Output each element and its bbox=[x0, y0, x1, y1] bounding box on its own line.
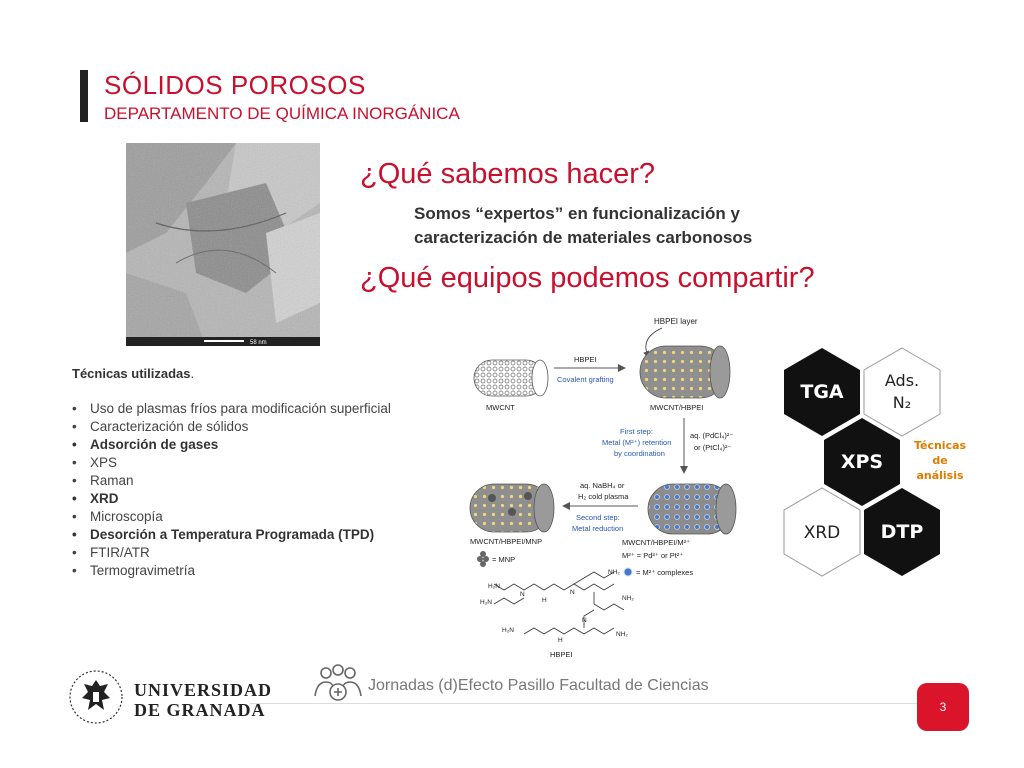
mwcnt-hbpei-tube bbox=[639, 345, 731, 399]
scheme-or-ptcl4: or (PtCl₄)²⁻ bbox=[694, 443, 731, 452]
scheme-mwcnt-hbpei-m2-label: MWCNT/HBPEI/M²⁺ bbox=[622, 538, 690, 547]
hbpei-h-1: H bbox=[542, 597, 547, 604]
scheme-by-coordination: by coordination bbox=[614, 449, 665, 458]
expertise-answer: Somos “expertos” en funcionalización y c… bbox=[414, 202, 834, 250]
hbpei-layer-pointer bbox=[643, 327, 663, 358]
scheme-metal-reduction: Metal reduction bbox=[572, 524, 623, 533]
scheme-aq-pdcl4: aq. (PdCl₄)²⁻ bbox=[690, 431, 733, 440]
hex-xps: XPS bbox=[824, 418, 900, 506]
hex-dtp-label: DTP bbox=[881, 521, 924, 543]
header-accent-bar bbox=[80, 70, 88, 122]
mwcnt-hbpei-mnp-tube bbox=[469, 483, 555, 533]
functionalization-scheme: HBPEI layer MWCNT HBPEI Covalent graftin… bbox=[462, 312, 752, 662]
hbpei-h-2: H bbox=[558, 637, 563, 644]
scheme-hbpei-layer-label: HBPEI layer bbox=[654, 317, 698, 326]
mnp-legend-icon bbox=[477, 551, 489, 567]
footer-divider bbox=[250, 703, 920, 704]
technique-item: Uso de plasmas fríos para modificación s… bbox=[72, 400, 391, 418]
page-title: SÓLIDOS POROSOS bbox=[104, 70, 366, 100]
micrograph-scale-label: 58 nm bbox=[250, 340, 267, 346]
hex-ads-line-2: N₂ bbox=[893, 393, 911, 412]
scheme-second-step: Second step: bbox=[576, 513, 620, 522]
hbpei-n-3: N bbox=[582, 617, 587, 624]
answer-line-2: caracterización de materiales carbonosos bbox=[414, 228, 753, 247]
event-name: Jornadas (d)Efecto Pasillo Facultad de C… bbox=[368, 677, 709, 694]
university-wordmark: UNIVERSIDAD DE GRANADA bbox=[134, 680, 272, 720]
scheme-covalent-grafting: Covalent grafting bbox=[557, 375, 614, 384]
hex-tga: TGA bbox=[784, 348, 860, 436]
hex-tga-label: TGA bbox=[800, 381, 844, 403]
scheme-aq-nabh4: aq. NaBH₄ or bbox=[580, 481, 625, 490]
technique-item: FTIR/ATR bbox=[72, 544, 391, 562]
university-seal-icon bbox=[66, 668, 126, 731]
scheme-first-step: First step: bbox=[620, 427, 653, 436]
technique-item: Desorción a Temperatura Programada (TPD) bbox=[72, 526, 391, 544]
hex-xrd-label: XRD bbox=[804, 523, 841, 543]
page-number-badge: 3 bbox=[917, 683, 969, 731]
scheme-mwcnt-hbpei-mnp-label: MWCNT/HBPEI/MNP bbox=[470, 537, 542, 546]
techniques-heading-suffix: . bbox=[190, 366, 195, 381]
answer-line-1: Somos “expertos” en funcionalización y bbox=[414, 204, 740, 223]
hbpei-h2n-1: H₂N bbox=[488, 583, 500, 590]
complex-legend-icon bbox=[623, 567, 633, 577]
university-line-1: UNIVERSIDAD bbox=[134, 680, 273, 700]
hex-caption-line-1: Técnicas bbox=[914, 439, 967, 452]
technique-item: Caracterización de sólidos bbox=[72, 418, 391, 436]
scheme-complexes-definition: = M²⁺ complexes bbox=[636, 568, 693, 577]
hbpei-nh2-3: NH₂ bbox=[616, 631, 628, 638]
techniques-list: Uso de plasmas fríos para modificación s… bbox=[72, 400, 391, 580]
question-what-we-know: ¿Qué sabemos hacer? bbox=[360, 158, 655, 190]
hex-caption-line-3: análisis bbox=[916, 469, 964, 482]
hex-dtp: DTP bbox=[864, 488, 940, 576]
scheme-mnp-definition: = MNP bbox=[492, 555, 515, 564]
mwcnt-hbpei-m2-tube bbox=[647, 483, 737, 535]
hex-ads-n2: Ads. N₂ bbox=[863, 347, 941, 437]
techniques-heading-text: Técnicas utilizadas bbox=[72, 366, 191, 381]
question-equipment-share: ¿Qué equipos podemos compartir? bbox=[360, 262, 815, 294]
technique-item: Microscopía bbox=[72, 508, 391, 526]
hbpei-h2n-2: H₂N bbox=[480, 599, 492, 606]
technique-item: Raman bbox=[72, 472, 391, 490]
hex-ads-line-1: Ads. bbox=[885, 371, 919, 390]
hbpei-nh2-1: NH₂ bbox=[608, 569, 620, 576]
technique-item: XRD bbox=[72, 490, 391, 508]
hex-caption-line-2: de bbox=[932, 454, 947, 467]
scheme-metal-retention: Metal (M²⁺) retention bbox=[602, 438, 671, 447]
scheme-hbpei-reagent: HBPEI bbox=[574, 355, 597, 364]
hbpei-n-2: N bbox=[570, 589, 575, 596]
scheme-hbpei-structure-label: HBPEI bbox=[550, 650, 573, 659]
scheme-h2-plasma: H₂ cold plasma bbox=[578, 492, 629, 501]
technique-item: XPS bbox=[72, 454, 391, 472]
hbpei-h2n-3: H₂N bbox=[502, 627, 514, 634]
hbpei-n-1: N bbox=[520, 591, 525, 598]
hbpei-nh2-2: NH₂ bbox=[622, 595, 634, 602]
mwcnt-tube bbox=[473, 359, 549, 397]
tem-micrograph-image: 58 nm bbox=[126, 143, 320, 346]
hex-xps-label: XPS bbox=[841, 451, 883, 473]
hbpei-structure bbox=[493, 571, 625, 635]
hex-caption: Técnicas de análisis bbox=[914, 439, 967, 482]
scheme-m2-definition: M²⁺ = Pd²⁺ or Pt²⁺ bbox=[622, 551, 683, 560]
hex-xrd: XRD bbox=[783, 487, 861, 577]
techniques-heading: Técnicas utilizadas. bbox=[72, 366, 194, 381]
scheme-mwcnt-hbpei-label: MWCNT/HBPEI bbox=[650, 403, 703, 412]
university-line-2: DE GRANADA bbox=[134, 700, 266, 720]
page-subtitle: DEPARTAMENTO DE QUÍMICA INORGÁNICA bbox=[104, 104, 460, 123]
people-group-icon bbox=[313, 664, 363, 709]
analysis-techniques-hexagons: TGA Ads. N₂ XPS Técnicas de análisis XRD… bbox=[780, 342, 1000, 578]
technique-item: Adsorción de gases bbox=[72, 436, 391, 454]
scheme-mwcnt-label: MWCNT bbox=[486, 403, 515, 412]
technique-item: Termogravimetría bbox=[72, 562, 391, 580]
